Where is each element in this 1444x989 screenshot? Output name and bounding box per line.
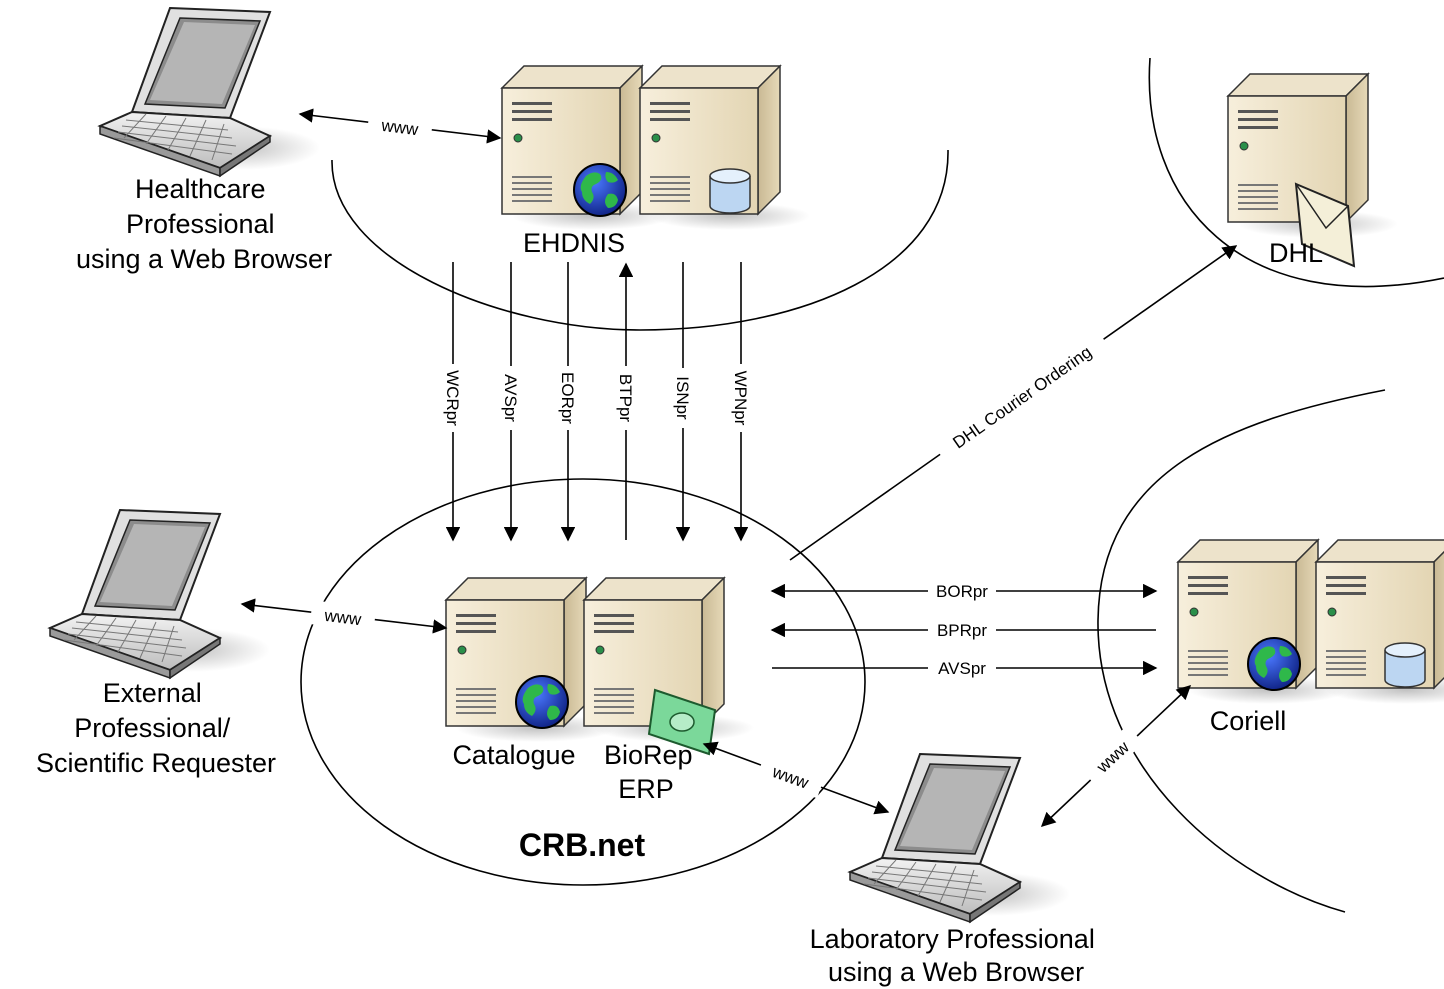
vertical-flow-label: WPNpr [730,364,752,432]
healthcare-label: Healthcare Professional using a Web Brow… [76,174,332,274]
database-icon [1384,642,1426,688]
svg-text:www: www [379,116,420,140]
dhl-cluster-arc [1148,57,1444,288]
biorep-label: BioRep ERP [604,740,700,804]
svg-text:www: www [322,606,363,630]
svg-text:WPNpr: WPNpr [731,371,750,426]
svg-text:BPRpr: BPRpr [937,621,987,640]
globe-icon [1247,637,1301,691]
svg-text:AVSpr: AVSpr [501,374,520,422]
laboratory-laptop-icon [849,753,1071,923]
horizontal-flow-label: AVSpr [928,657,996,679]
coriell-label: Coriell [1210,706,1287,736]
healthcare-laptop-icon [99,7,321,177]
www-label-healthcare: www [366,110,434,142]
vertical-flow-label: BTPpr [615,366,637,430]
vertical-flow-label: ISNpr [672,368,694,428]
globe-icon [573,163,627,217]
ehdnis-cluster-arc [331,149,949,331]
globe-icon [515,675,569,729]
external-label: External Professional/ Scientific Reques… [36,678,276,778]
www-label-lab-coriell: www [1080,725,1144,787]
dhl-label: DHL [1269,238,1323,268]
svg-text:BORpr: BORpr [936,582,988,601]
horizontal-flow-label: BPRpr [928,619,996,641]
laboratory-label: Laboratory Professional using a Web Brow… [810,924,1103,987]
www-label-external: www [309,600,377,632]
crb-cluster-ellipse [300,478,866,886]
coriell-cluster-arc [1097,389,1386,913]
svg-text:WCRpr: WCRpr [443,370,462,426]
database-icon [709,168,751,214]
ehdnis-label: EHDNIS [523,228,625,258]
svg-text:BTPpr: BTPpr [616,374,635,423]
www-label-lab-crb: www [756,753,826,799]
vertical-flow-label: EORpr [557,366,579,430]
vertical-flow-label: WCRpr [442,364,464,432]
svg-text:EORpr: EORpr [558,372,577,424]
svg-text:DHL Courier Ordering: DHL Courier Ordering [949,342,1095,452]
dhl-courier-label: DHL Courier Ordering [933,329,1111,465]
svg-text:AVSpr: AVSpr [938,659,986,678]
horizontal-flow-label: BORpr [928,580,996,602]
external-laptop-icon [49,509,271,679]
crb-label: CRB.net [519,827,646,863]
vertical-flow-label: AVSpr [500,366,522,430]
svg-text:ISNpr: ISNpr [673,376,692,420]
catalogue-label: Catalogue [452,740,575,770]
